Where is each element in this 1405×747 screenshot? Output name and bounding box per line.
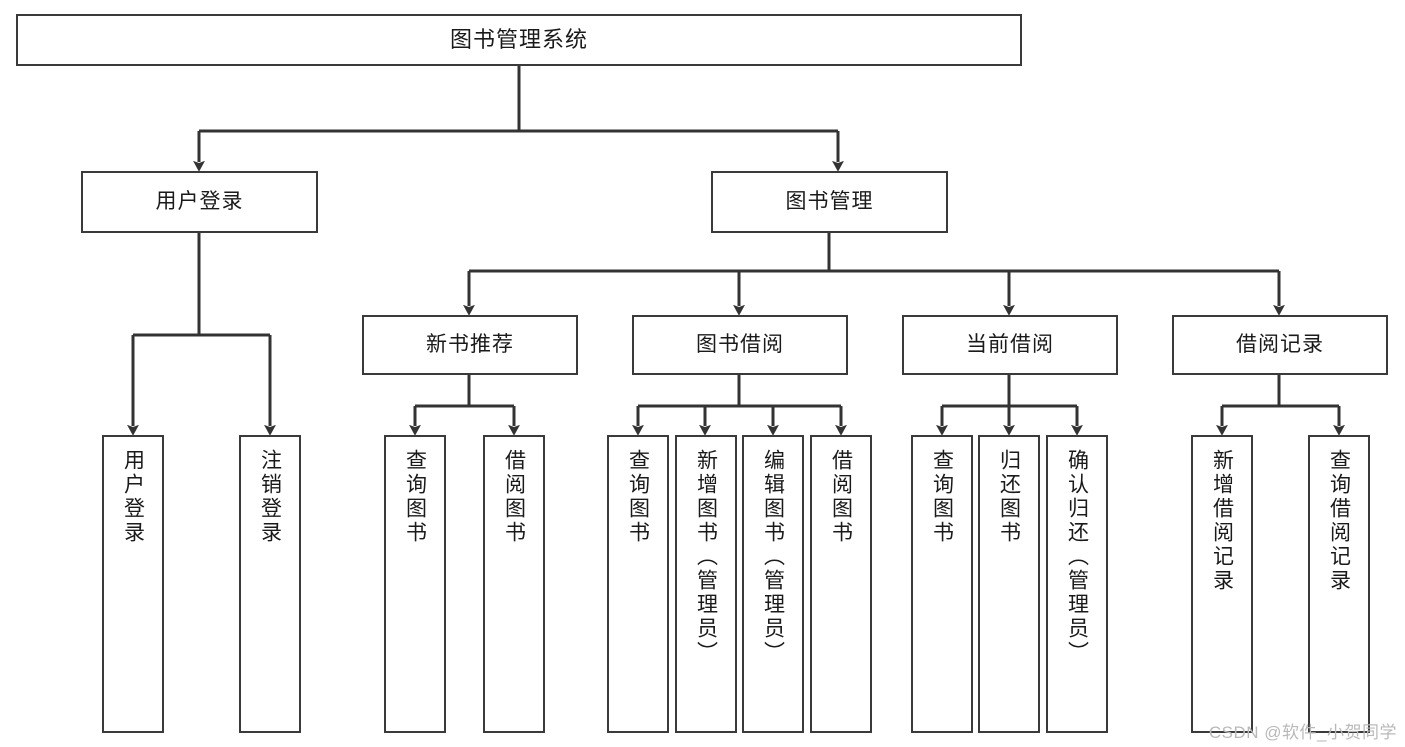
leaf-edit-book-admin[interactable]: 编辑图书（管理员） xyxy=(742,435,804,733)
watermark: CSDN @软件_小贺同学 xyxy=(1208,723,1397,742)
node-label: 图书管理 xyxy=(785,189,874,213)
node-label: 图书管理系统 xyxy=(449,27,588,53)
leaf-add-book-admin[interactable]: 新增图书（管理员） xyxy=(675,435,737,733)
node-label: 查询图书 xyxy=(403,449,427,545)
node-label: 借阅记录 xyxy=(1236,332,1324,356)
leaf-user-login[interactable]: 用户登录 xyxy=(102,435,164,733)
leaf-query-book-current[interactable]: 查询图书 xyxy=(911,435,973,733)
leaf-borrow-book[interactable]: 借阅图书 xyxy=(810,435,872,733)
node-label: 新增借阅记录 xyxy=(1210,449,1234,593)
node-label: 用户登录 xyxy=(121,449,145,545)
node-label: 新增图书（管理员） xyxy=(694,449,718,665)
node-book-borrow[interactable]: 图书借阅 xyxy=(632,315,848,375)
leaf-borrow-book-recommend[interactable]: 借阅图书 xyxy=(483,435,545,733)
node-label: 借阅图书 xyxy=(829,449,853,545)
node-new-book-recommend[interactable]: 新书推荐 xyxy=(362,315,578,375)
node-label: 注销登录 xyxy=(258,449,282,545)
leaf-logout-login[interactable]: 注销登录 xyxy=(239,435,301,733)
node-borrow-record[interactable]: 借阅记录 xyxy=(1172,315,1388,375)
node-current-borrow[interactable]: 当前借阅 xyxy=(902,315,1118,375)
node-label: 当前借阅 xyxy=(966,332,1054,356)
node-label: 确认归还（管理员） xyxy=(1065,449,1089,665)
node-label: 用户登录 xyxy=(155,189,244,213)
node-label: 编辑图书（管理员） xyxy=(761,449,785,665)
node-label: 查询借阅记录 xyxy=(1327,449,1351,593)
node-label: 查询图书 xyxy=(930,449,954,545)
leaf-query-borrow-record[interactable]: 查询借阅记录 xyxy=(1308,435,1370,733)
leaf-confirm-return-admin[interactable]: 确认归还（管理员） xyxy=(1046,435,1108,733)
node-label: 查询图书 xyxy=(626,449,650,545)
node-label: 借阅图书 xyxy=(502,449,526,545)
node-root-book-management-system[interactable]: 图书管理系统 xyxy=(16,14,1022,66)
node-label: 归还图书 xyxy=(997,449,1021,545)
leaf-query-book-recommend[interactable]: 查询图书 xyxy=(384,435,446,733)
leaf-return-book[interactable]: 归还图书 xyxy=(978,435,1040,733)
node-book-management[interactable]: 图书管理 xyxy=(711,171,948,233)
node-label: 新书推荐 xyxy=(426,332,514,356)
node-user-login[interactable]: 用户登录 xyxy=(81,171,318,233)
node-label: 图书借阅 xyxy=(696,332,784,356)
leaf-query-book-borrow[interactable]: 查询图书 xyxy=(607,435,669,733)
leaf-add-borrow-record[interactable]: 新增借阅记录 xyxy=(1191,435,1253,733)
